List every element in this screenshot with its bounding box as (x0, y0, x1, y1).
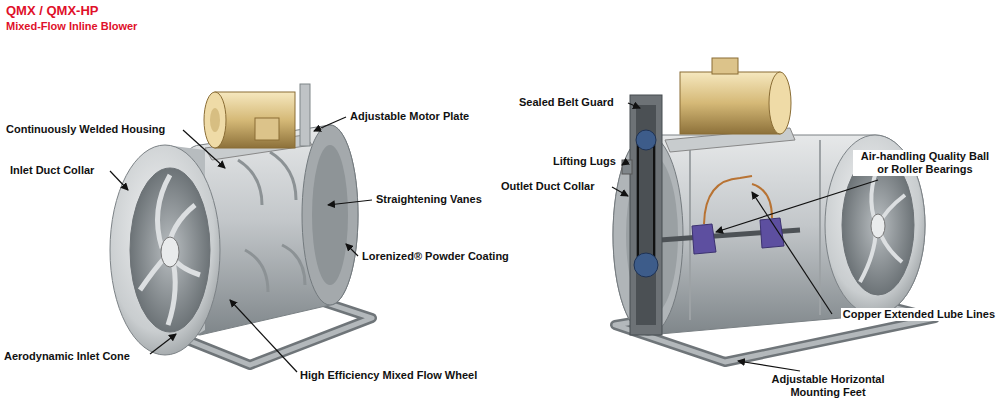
part-label: Continuously Welded Housing (4, 123, 167, 136)
part-label: Lifting Lugs (551, 155, 618, 168)
leader-line (612, 187, 628, 196)
part-label: Lorenized® Powder Coating (360, 250, 511, 263)
leader-lines (110, 103, 878, 372)
subtitle: Mixed-Flow Inline Blower (4, 20, 139, 33)
part-label: Sealed Belt Guard (517, 96, 616, 109)
part-label: Outlet Duct Collar (499, 180, 597, 193)
part-label: Copper Extended Lube Lines (841, 308, 997, 321)
part-label: Straightening Vanes (374, 193, 484, 206)
leader-line (110, 171, 128, 190)
leader-line (622, 161, 628, 165)
part-label: Inlet Duct Collar (8, 164, 96, 177)
title: QMX / QMX-HP (4, 3, 100, 19)
leader-line (752, 192, 832, 314)
leader-line (716, 180, 878, 232)
part-label: Adjustable Horizontal Mounting Feet (756, 373, 900, 399)
leader-line (230, 300, 297, 372)
part-label: Adjustable Motor Plate (348, 110, 471, 123)
part-label: Air-handling Quality Ball or Roller Bear… (853, 150, 997, 176)
leader-line (628, 103, 640, 108)
part-label: High Efficiency Mixed Flow Wheel (298, 369, 479, 382)
leader-line (150, 334, 176, 354)
part-label: Aerodynamic Inlet Cone (2, 350, 132, 363)
leader-line (314, 117, 346, 131)
leader-line (328, 200, 372, 205)
leader-line (183, 130, 225, 168)
leader-line (346, 244, 358, 256)
leader-line (738, 361, 800, 371)
